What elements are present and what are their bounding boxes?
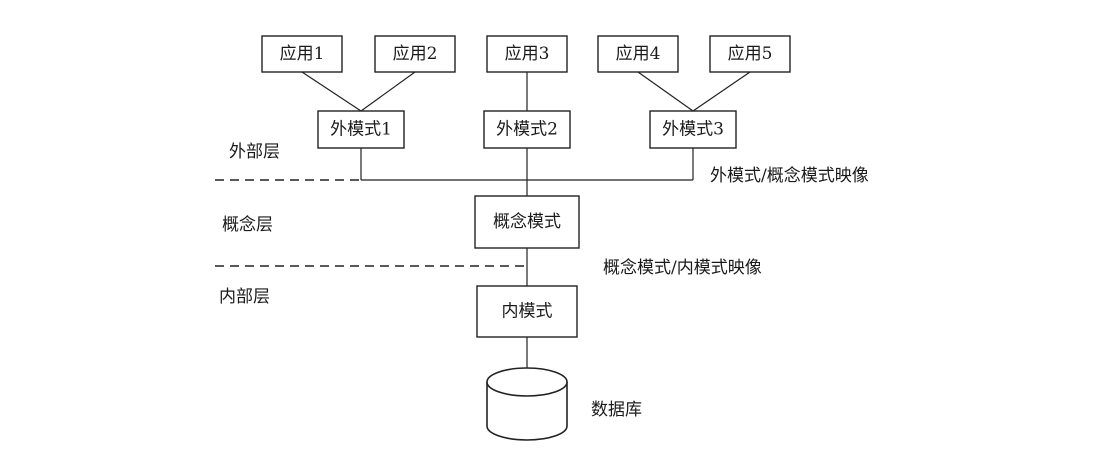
connector-app4-ext3: [637, 71, 694, 112]
application-label: 应用3: [505, 44, 550, 64]
connectors: [301, 71, 751, 368]
application-box-4: 应用4: [597, 35, 679, 73]
internal-schema-label: 内模式: [502, 302, 553, 322]
external-schema-label: 外模式2: [496, 120, 558, 140]
external-schema-label: 外模式3: [662, 120, 724, 140]
conceptual-internal-mapping-label: 概念模式/内模式映像: [603, 257, 762, 278]
external-schema-box-2: 外模式2: [483, 110, 571, 149]
external-schema-box-3: 外模式3: [649, 110, 737, 149]
application-box-1: 应用1: [261, 35, 343, 73]
external-schema-box-1: 外模式1: [317, 110, 405, 149]
connector-app2-ext1: [360, 71, 416, 112]
connector-app1-ext1: [301, 71, 362, 112]
application-box-2: 应用2: [374, 35, 456, 73]
application-label: 应用5: [728, 44, 773, 64]
conceptual-schema-label: 概念模式: [493, 211, 561, 232]
application-label: 应用1: [280, 44, 325, 64]
database-label: 数据库: [591, 400, 642, 420]
application-box-3: 应用3: [486, 35, 568, 73]
application-label: 应用2: [393, 44, 438, 64]
external-conceptual-mapping-label: 外模式/概念模式映像: [710, 165, 869, 186]
conceptual-layer-label: 概念层: [222, 214, 273, 235]
database-icon: [486, 367, 568, 441]
connector-app5-ext3: [692, 71, 751, 112]
conceptual-schema-box: 概念模式: [474, 195, 580, 249]
external-layer-label: 外部层: [229, 142, 280, 162]
internal-schema-box: 内模式: [476, 285, 578, 338]
application-box-5: 应用5: [709, 35, 791, 73]
application-label: 应用4: [616, 44, 661, 64]
internal-layer-label: 内部层: [219, 287, 270, 307]
external-schema-label: 外模式1: [330, 120, 392, 140]
